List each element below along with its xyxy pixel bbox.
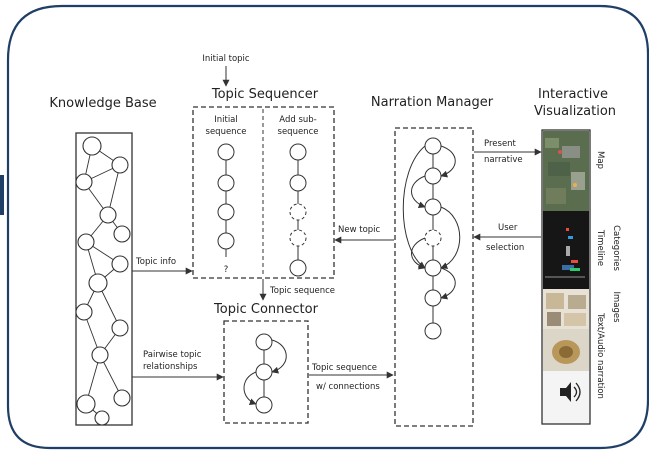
narration-manager-title: Narration Manager (371, 95, 494, 110)
topic-connector-title: Topic Connector (213, 302, 319, 317)
topic-sequencer-title: Topic Sequencer (211, 87, 319, 102)
images-thumbnail (543, 289, 589, 329)
map-side-label: Map (595, 151, 605, 169)
initial-sequence-label-2: sequence (206, 127, 247, 137)
topic-sequence-conn-label-2: w/ connections (316, 382, 380, 392)
knowledge-base-title: Knowledge Base (49, 96, 156, 111)
topic-sequence-label: Topic sequence (269, 286, 335, 296)
topic-sequence-conn-label-1: Topic sequence (311, 363, 377, 373)
images-side-label: Images (611, 291, 621, 323)
topic-connector-chain (256, 334, 272, 413)
map-thumbnail (543, 131, 589, 211)
present-label-1: Present (484, 139, 517, 149)
text-audio-side-label: Text/Audio narration (595, 312, 605, 399)
subsequence-chain (290, 144, 306, 276)
question-mark: ? (224, 265, 229, 275)
narration-image-thumbnail (543, 329, 589, 371)
knowledge-graph-nodes (76, 137, 130, 425)
initial-topic-label: Initial topic (202, 54, 250, 64)
topic-info-label: Topic info (135, 257, 176, 267)
connector-loop-left (244, 372, 256, 404)
new-topic-label: New topic (338, 225, 381, 235)
add-subsequence-label-1: Add sub- (279, 115, 316, 125)
timeline-side-label: Timeline (595, 229, 605, 266)
timeline-thumbnail (543, 211, 589, 289)
interactive-visualization-title-2: Visualization (534, 104, 616, 119)
initial-sequence-label-1: Initial (214, 115, 238, 125)
narration-chain (425, 138, 441, 339)
categories-side-label: Categories (611, 225, 621, 271)
user-selection-label-2: selection (486, 243, 524, 253)
pairwise-label-2: relationships (143, 362, 198, 372)
user-selection-label-1: User (498, 223, 518, 233)
pairwise-label-1: Pairwise topic (143, 350, 202, 360)
add-subsequence-label-2: sequence (278, 127, 319, 137)
initial-sequence-chain (218, 144, 234, 257)
left-accent-bar (0, 175, 4, 215)
connector-loop-right (272, 340, 286, 372)
interactive-visualization-title-1: Interactive (538, 87, 608, 102)
present-label-2: narrative (484, 155, 523, 165)
